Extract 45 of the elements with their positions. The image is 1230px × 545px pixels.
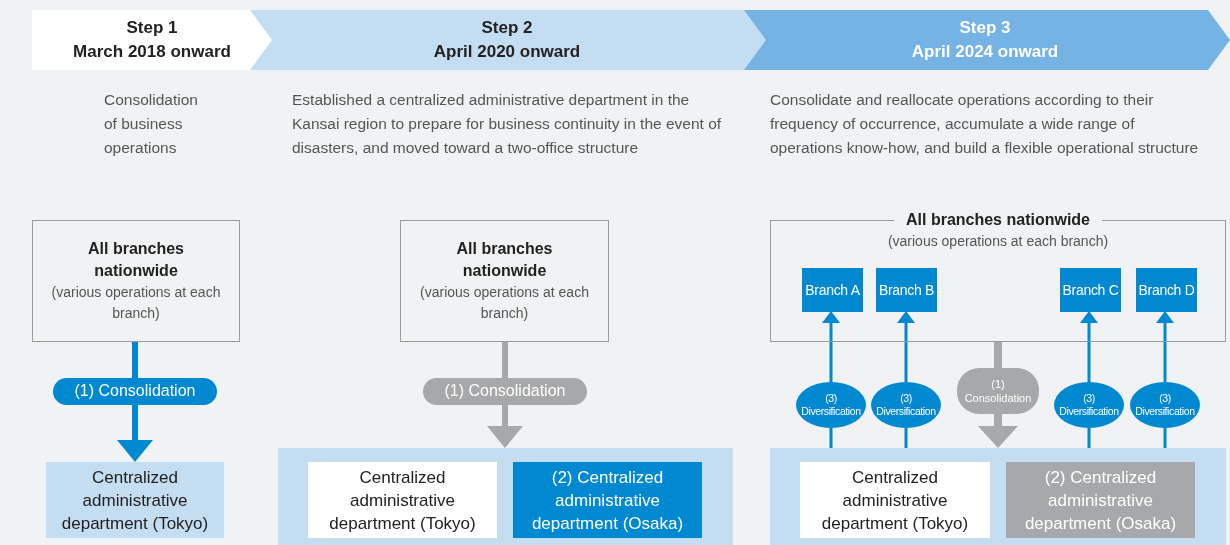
- department-band: [770, 448, 1226, 545]
- department-box: [513, 462, 702, 538]
- box-subtext: (various operations at each branch): [51, 283, 221, 323]
- department-box: [1006, 462, 1195, 538]
- department-box: [46, 462, 224, 538]
- branch-box: [1136, 268, 1197, 312]
- department-label: Centralized administrative department (Tokyo): [328, 466, 477, 535]
- edge-label: (1) Consolidation: [957, 368, 1039, 414]
- step-date: March 2018 onward: [73, 41, 231, 63]
- box-heading: All branches nationwide: [87, 239, 185, 281]
- step-header-band: [32, 10, 272, 70]
- department-band: [278, 448, 733, 545]
- step-description: Consolidation of business operations: [104, 90, 199, 158]
- department-label: (2) Centralized administrative department (Osaka): [530, 466, 685, 535]
- step-description: Established a centralized administrative department in the Kansai region to prepare for business continuity in the event of disasters, and moved toward a two-office structure: [292, 90, 723, 158]
- edge-label: (3) Diversification: [871, 382, 941, 428]
- branches-box: [400, 220, 609, 342]
- department-label: Centralized administrative department (Tokyo): [60, 466, 210, 535]
- box-subtext: (various operations at each branch): [887, 232, 1109, 251]
- step-description: Consolidate and reallocate operations according to their frequency of occurrence, accumulate a wide range of operations know-how, and build a flexible operational structure: [770, 90, 1200, 158]
- edge-label: (1) Consolidation: [53, 377, 217, 405]
- step-date: April 2024 onward: [911, 41, 1059, 63]
- branches-box: [32, 220, 240, 342]
- branch-label: Branch C: [1062, 282, 1119, 298]
- step-title: Step 1: [126, 17, 178, 39]
- edge-label: (3) Diversification: [1130, 382, 1200, 428]
- branch-box: [876, 268, 937, 312]
- edge-label: (3) Diversification: [1054, 382, 1124, 428]
- step-title: Step 3: [959, 17, 1011, 39]
- box-heading: All branches nationwide: [455, 239, 554, 281]
- branch-label: Branch B: [878, 282, 935, 298]
- department-label: (2) Centralized administrative department (Osaka): [1023, 466, 1178, 535]
- department-label: Centralized administrative department (Tokyo): [820, 466, 970, 535]
- step-date: April 2020 onward: [433, 41, 581, 63]
- department-box: [308, 462, 497, 538]
- branch-label: Branch A: [805, 282, 860, 298]
- edge-label: (1) Consolidation: [423, 377, 587, 405]
- branch-label: Branch D: [1138, 282, 1195, 298]
- branch-box: [1060, 268, 1121, 312]
- box-subtext: (various operations at each branch): [419, 283, 590, 323]
- step-title: Step 2: [481, 17, 533, 39]
- step-header-band: [248, 10, 766, 70]
- edge-label: (3) Diversification: [796, 382, 866, 428]
- department-box: [800, 462, 990, 538]
- branch-box: [802, 268, 863, 312]
